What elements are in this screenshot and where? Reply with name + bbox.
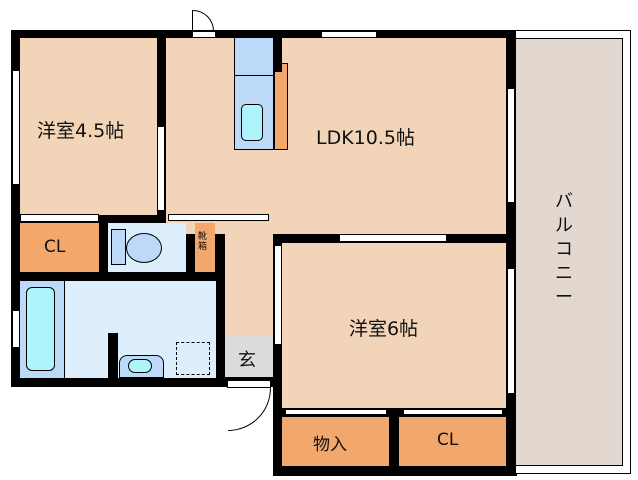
window-west-room1[interactable] <box>12 70 20 185</box>
storage-label: 物入 <box>313 435 347 455</box>
ldk-label: LDK10.5帖 <box>316 127 415 149</box>
closet-1-door[interactable] <box>20 214 99 222</box>
sliding-door-room2-hall[interactable] <box>274 245 282 345</box>
entrance <box>225 335 273 377</box>
entrance-label: 玄 <box>238 350 256 371</box>
balcony <box>515 38 623 466</box>
balcony-label: バルコニー <box>555 191 573 308</box>
toilet-tank <box>111 229 126 265</box>
entrance-door-swing <box>228 388 271 431</box>
ldk-corridor <box>225 215 273 335</box>
washer-space <box>176 342 210 375</box>
bathtub-icon <box>26 287 55 371</box>
closet-door-1[interactable] <box>285 409 387 415</box>
toilet-bowl-icon <box>126 233 162 263</box>
window-west-bath[interactable] <box>12 310 20 348</box>
entrance-door[interactable] <box>227 380 271 388</box>
north-door-swing <box>192 10 214 31</box>
window-room2-east[interactable] <box>507 268 515 394</box>
western-room-2 <box>282 243 506 408</box>
closet-door-2[interactable] <box>403 409 503 415</box>
north-door[interactable] <box>192 31 216 38</box>
shoe-box-label: 靴箱 <box>198 232 208 252</box>
sliding-door-room2[interactable] <box>339 234 447 242</box>
storage-closet <box>282 417 389 466</box>
closet-2 <box>399 417 506 466</box>
shoe-box <box>195 223 215 272</box>
western-room-2-label: 洋室6帖 <box>349 318 419 340</box>
western-room-1-label: 洋室4.5帖 <box>37 120 125 142</box>
bath-partition <box>108 333 118 383</box>
sliding-door-ldk-room1[interactable] <box>157 126 165 211</box>
kitchen-sink-icon <box>241 104 263 141</box>
washbasin-bowl-icon <box>128 359 152 373</box>
closet-1 <box>20 223 99 272</box>
closet-1-label: CL <box>44 237 66 257</box>
ldk-room <box>166 38 506 234</box>
window-ldk-east[interactable] <box>507 88 515 203</box>
western-room-1 <box>20 38 157 215</box>
closet-2-label: CL <box>437 430 459 450</box>
refrigerator-space <box>274 63 288 150</box>
kitchen-wall-stub <box>274 38 282 72</box>
window-ldk-north[interactable] <box>321 31 377 38</box>
sliding-door-ldk-hall[interactable] <box>168 214 269 221</box>
kitchen-divider <box>234 75 274 76</box>
